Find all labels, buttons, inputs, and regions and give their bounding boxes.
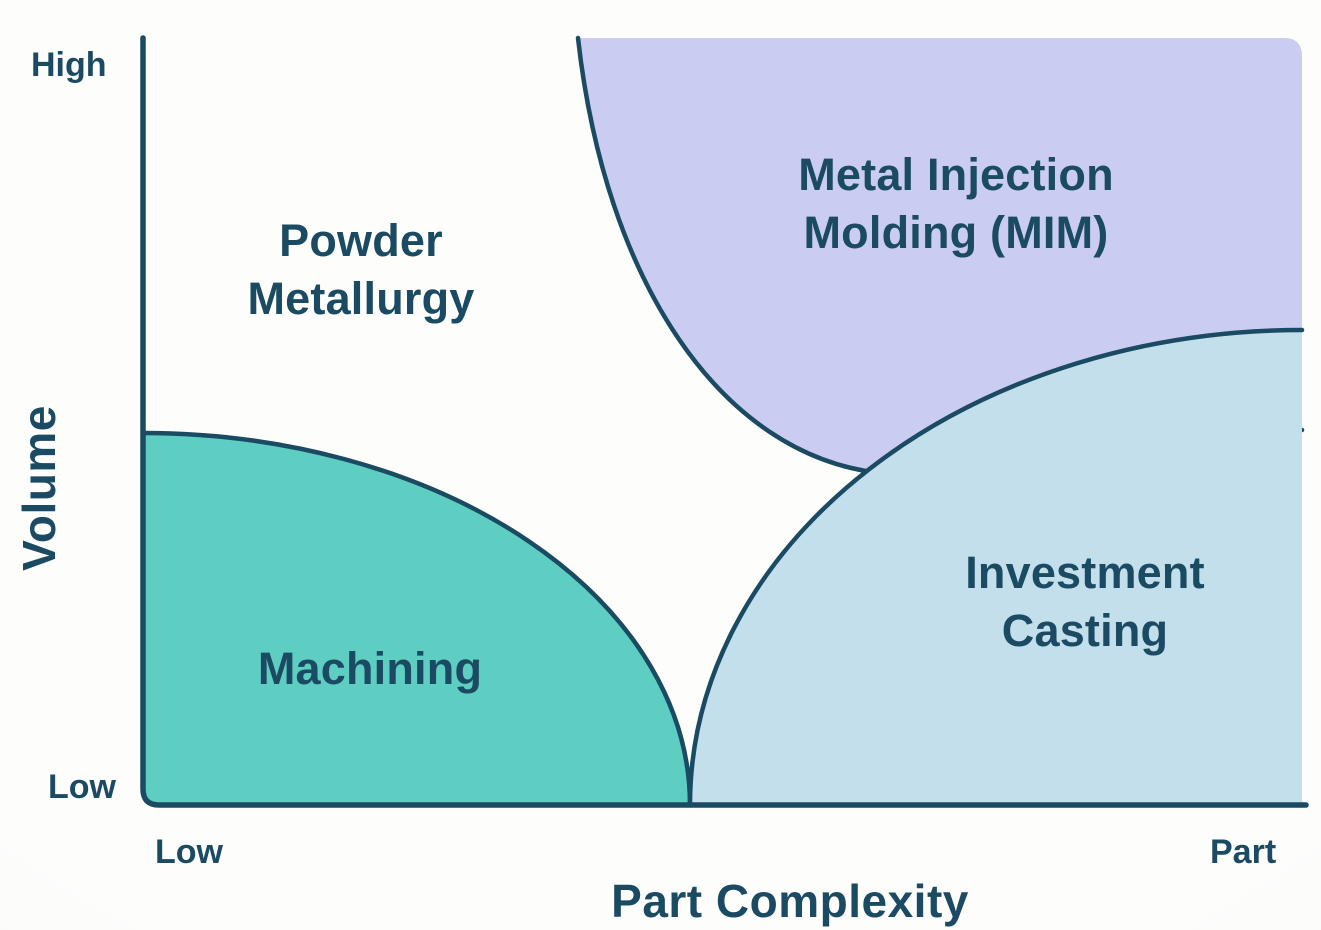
x-axis-tick-right: Part xyxy=(1210,833,1277,871)
y-axis-tick-low: Low xyxy=(48,768,116,806)
machining-region xyxy=(143,433,690,805)
region-label-machining: Machining xyxy=(257,643,483,694)
investment-casting-region-outline xyxy=(687,327,1305,808)
x-axis-title: Part Complexity xyxy=(611,875,969,927)
y-axis-tick-high: High xyxy=(31,46,107,84)
axes xyxy=(140,35,1309,808)
region-label-powder-metallurgy: Powder Metallurgy xyxy=(247,215,475,324)
investment-casting-region xyxy=(690,330,1302,805)
region-label-investment-casting: Investment Casting xyxy=(965,547,1205,656)
x-axis-tick-low: Low xyxy=(155,833,223,871)
region-label-mim: Metal Injection Molding (MIM) xyxy=(798,149,1114,258)
y-axis-title: Volume xyxy=(13,405,65,571)
machining-region-outline xyxy=(140,430,693,808)
